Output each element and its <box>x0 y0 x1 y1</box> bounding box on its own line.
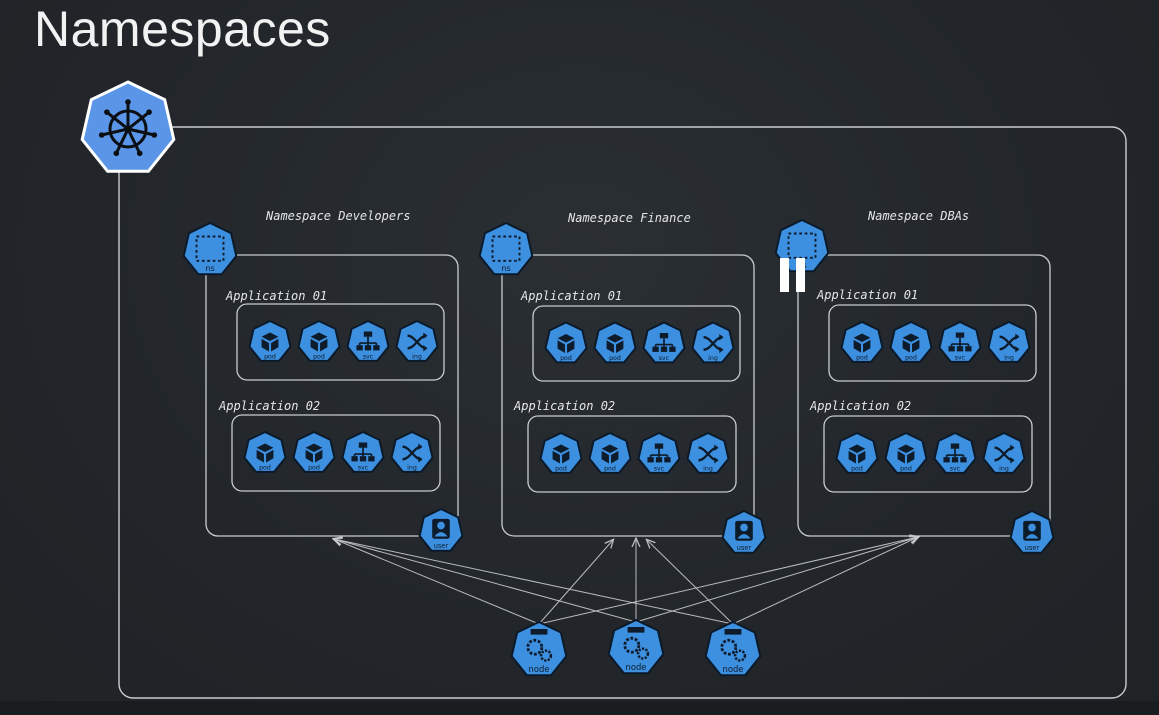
app-label-fin-02: Application 02 <box>514 399 616 413</box>
pod-icon-dbas-app02-1: pod <box>835 431 879 474</box>
pod-icon-dbas-app02-2: pod <box>884 431 928 474</box>
user-icon-dbas: user <box>1009 509 1055 554</box>
user-icon-developers: user <box>418 507 464 552</box>
app-label-dba-02: Application 02 <box>810 399 912 413</box>
svg-text:ing: ing <box>1004 354 1014 361</box>
page-title: Namespaces <box>34 1 331 57</box>
app-frame-developers-02 <box>231 414 441 492</box>
namespace-label-dbas: Namespace DBAs <box>868 209 970 223</box>
svg-text:pod: pod <box>264 353 276 360</box>
svg-text:node: node <box>529 664 550 674</box>
pod-icon-developers-app01-2: pod <box>297 319 341 362</box>
ing-icon-developers-app02-4: ing <box>390 430 434 473</box>
pod-icon-dbas-app01-2: pod <box>889 320 933 363</box>
ing-icon-finance-app02-4: ing <box>686 431 730 474</box>
ing-icon-dbas-app01-4: ing <box>987 320 1031 363</box>
svg-text:user: user <box>1025 544 1040 552</box>
node-icon-2: node <box>607 618 665 675</box>
svg-text:svc: svc <box>955 354 966 361</box>
svg-text:pod: pod <box>851 465 863 472</box>
bottom-bar <box>0 701 1159 715</box>
svc-icon-developers-app02-3: svc <box>341 430 385 473</box>
app-label-dev-02: Application 02 <box>219 399 321 413</box>
svg-text:svc: svc <box>358 464 369 471</box>
pause-icon[interactable] <box>780 258 808 294</box>
svg-text:svc: svc <box>654 465 665 472</box>
app-frame-dbas-02 <box>823 415 1033 493</box>
namespace-label-developers: Namespace Developers <box>266 209 411 223</box>
app-label-dba-01: Application 01 <box>817 288 919 302</box>
ing-icon-dbas-app02-4: ing <box>982 431 1026 474</box>
pod-icon-finance-app01-2: pod <box>593 321 637 364</box>
node-icon-3: node <box>704 620 762 677</box>
svc-icon-finance-app02-3: svc <box>637 431 681 474</box>
svg-text:ing: ing <box>708 355 718 362</box>
namespace-frame-dbas <box>797 254 1051 537</box>
svg-text:user: user <box>737 544 752 552</box>
svg-text:pod: pod <box>609 355 621 362</box>
pod-icon-developers-app01-1: pod <box>248 319 292 362</box>
svg-text:ing: ing <box>999 465 1009 472</box>
kubernetes-helm-icon <box>80 80 176 173</box>
svg-text:pod: pod <box>604 465 616 472</box>
namespace-icon-developers: ns <box>182 221 238 276</box>
ing-icon-developers-app01-4: ing <box>395 319 439 362</box>
namespace-frame-developers <box>205 254 459 537</box>
app-label-dev-01: Application 01 <box>226 289 328 303</box>
svg-text:pod: pod <box>560 355 572 362</box>
namespace-frame-finance <box>501 254 755 537</box>
pod-icon-finance-app02-1: pod <box>539 431 583 474</box>
svg-text:user: user <box>434 542 449 550</box>
app-frame-finance-01 <box>532 305 741 382</box>
svc-icon-dbas-app01-3: svc <box>938 320 982 363</box>
svg-text:ing: ing <box>412 353 422 360</box>
pod-icon-developers-app02-2: pod <box>292 430 336 473</box>
pod-icon-finance-app01-1: pod <box>544 321 588 364</box>
app-frame-finance-02 <box>527 415 737 493</box>
ing-icon-finance-app01-4: ing <box>691 321 735 364</box>
svc-icon-developers-app01-3: svc <box>346 319 390 362</box>
pod-icon-dbas-app01-1: pod <box>840 320 884 363</box>
pod-icon-finance-app02-2: pod <box>588 431 632 474</box>
svg-text:pod: pod <box>555 465 567 472</box>
svg-text:ing: ing <box>407 464 417 471</box>
svg-text:ns: ns <box>205 263 214 273</box>
svg-text:pod: pod <box>259 464 271 471</box>
svg-text:pod: pod <box>905 354 917 361</box>
namespace-icon-finance: ns <box>478 221 534 276</box>
pod-icon-developers-app02-1: pod <box>243 430 287 473</box>
app-label-fin-01: Application 01 <box>521 289 623 303</box>
svg-text:pod: pod <box>313 353 325 360</box>
svg-text:pod: pod <box>308 464 320 471</box>
svg-text:node: node <box>723 664 744 674</box>
svg-text:pod: pod <box>900 465 912 472</box>
svg-text:pod: pod <box>856 354 868 361</box>
svc-icon-dbas-app02-3: svc <box>933 431 977 474</box>
app-frame-developers-01 <box>236 303 445 381</box>
svg-text:svc: svc <box>363 353 374 360</box>
node-arrows <box>334 537 918 625</box>
namespace-label-finance: Namespace Finance <box>568 211 691 225</box>
svg-text:svc: svc <box>950 465 961 472</box>
svg-text:ing: ing <box>703 465 713 472</box>
svg-text:node: node <box>626 662 647 672</box>
node-icon-1: node <box>510 620 568 677</box>
svg-text:svc: svc <box>659 355 670 362</box>
user-icon-finance: user <box>721 509 767 554</box>
cluster-frame <box>118 126 1127 699</box>
svg-text:ns: ns <box>501 263 510 273</box>
app-frame-dbas-01 <box>828 304 1037 382</box>
svc-icon-finance-app01-3: svc <box>642 321 686 364</box>
